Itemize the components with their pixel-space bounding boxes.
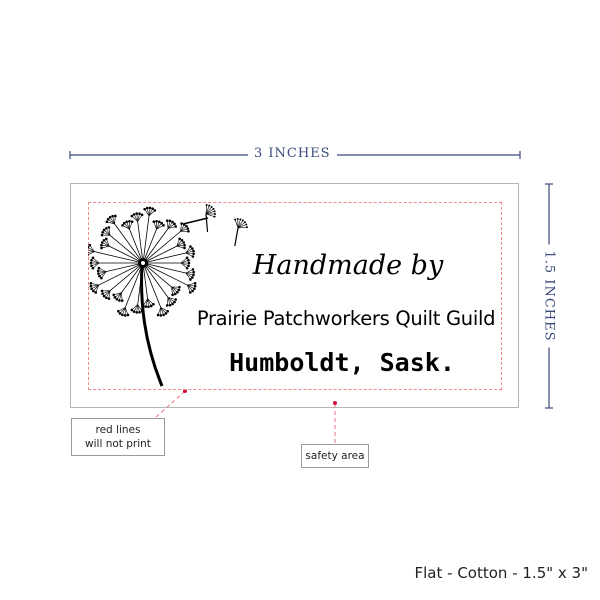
label-line-handmade-by: Handmade by xyxy=(252,250,444,281)
width-dimension-label: 3 INCHES xyxy=(248,146,337,161)
safety-area-outline xyxy=(88,202,502,390)
callout-text: will not print xyxy=(85,438,151,450)
safety-area-callout: safety area xyxy=(301,444,369,468)
label-line-location: Humboldt, Sask. xyxy=(229,348,455,377)
label-line-guild-name: Prairie Patchworkers Quilt Guild xyxy=(196,307,496,330)
label-preview xyxy=(70,183,519,408)
product-description: Flat - Cotton - 1.5" x 3" xyxy=(414,564,588,582)
dandelion-icon xyxy=(88,204,248,387)
callout-text: red lines xyxy=(95,424,141,436)
red-lines-callout: red lines will not print xyxy=(71,418,165,456)
